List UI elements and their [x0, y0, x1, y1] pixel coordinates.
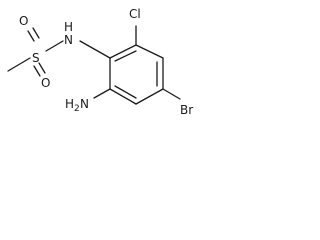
- bond-s-o-lower-a: [33, 65, 41, 77]
- bond-s-o-upper-a: [27, 30, 35, 42]
- atom-h-amine: H: [65, 97, 74, 111]
- bond-s-o-upper-b: [32, 27, 40, 39]
- bond-s-o-lower-b: [38, 62, 46, 74]
- bond-c6-nh2: [93, 88, 111, 99]
- bond-c1-n: [79, 40, 111, 59]
- atom-s: S: [32, 51, 40, 65]
- atom-cl: Cl: [129, 7, 141, 21]
- ring-bond-c1-c2: [109, 44, 137, 59]
- ring-bond-c5-c6: [109, 88, 137, 105]
- molecule-structure: O S O N H Cl Br H 2 N: [7, 7, 193, 117]
- ring-bond-c4-c5: [135, 88, 164, 105]
- atom-n-amine: N: [80, 97, 89, 111]
- atom-o-lower: O: [41, 76, 50, 90]
- ring-bond-c2-c3: [135, 44, 164, 59]
- atom-n-amide: N: [64, 33, 73, 47]
- ring-double-bond-c5-c6: [114, 85, 137, 99]
- bond-n-s: [45, 40, 64, 52]
- atom-h-amine-subscript: 2: [74, 104, 80, 114]
- ring-double-bond-c1-c2: [114, 50, 137, 62]
- atom-br: Br: [180, 103, 193, 117]
- atom-o-upper: O: [19, 14, 28, 28]
- bond-s-ch3: [7, 57, 31, 72]
- atom-h-amide: H: [64, 20, 73, 34]
- bond-c4-br: [162, 88, 181, 100]
